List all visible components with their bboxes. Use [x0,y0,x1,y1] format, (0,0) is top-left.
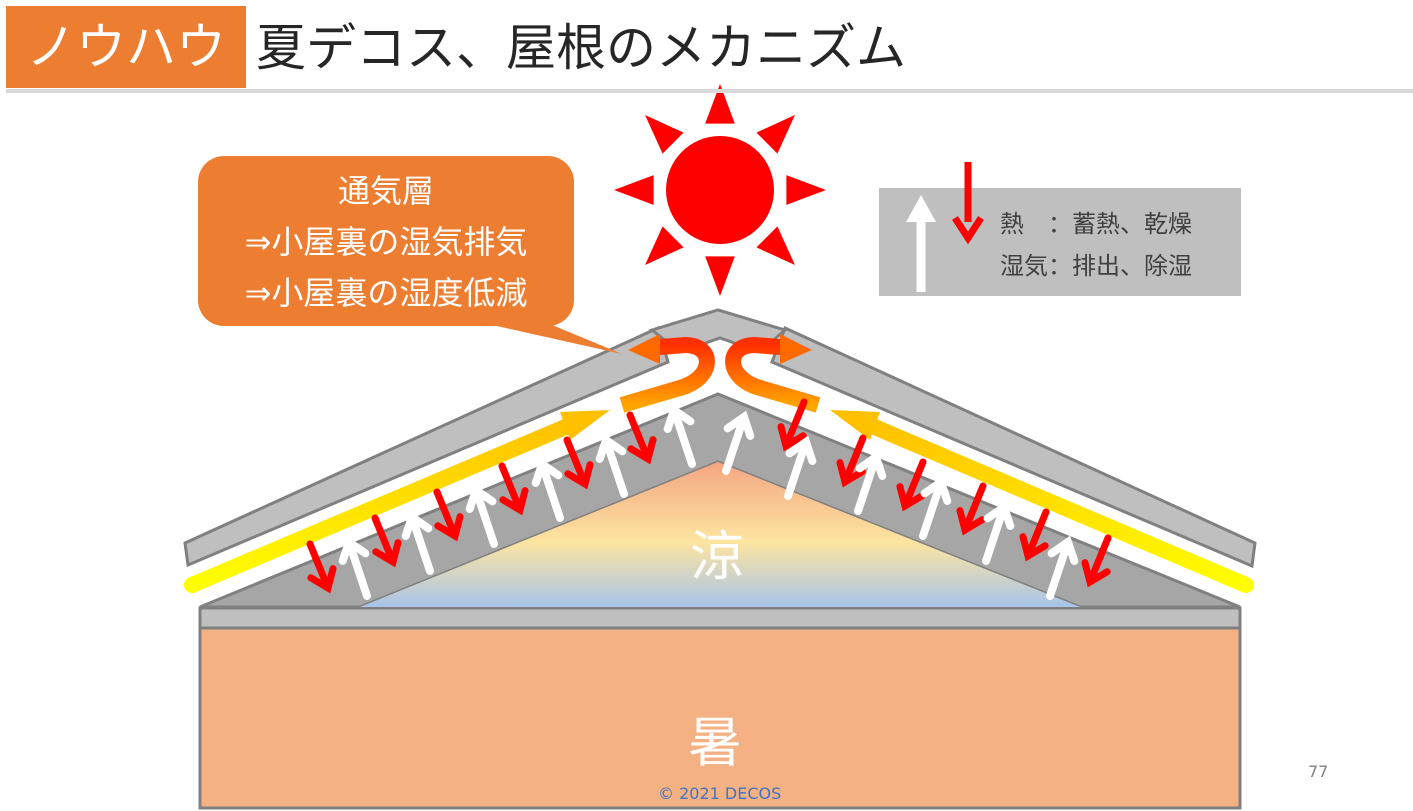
heat-arrow [498,462,529,516]
ceiling-slab [198,606,1242,630]
sun-ray [756,226,795,265]
moisture-arrow [982,500,1015,565]
legend-heat: 熱 ：蓄熱、乾燥 [1000,210,1192,238]
callout-bubble [198,156,622,354]
sun-ray [614,175,654,205]
moisture-arrow [919,475,952,540]
heat-arrow [896,458,927,512]
legend-box [879,162,1241,296]
legend-text: 熱 ：蓄熱、乾燥 湿気：排出、除湿 [1000,203,1192,287]
heat-arrow [563,436,594,490]
page-number: 77 [1308,762,1329,781]
sun-ray [645,226,684,265]
heat-arrow [371,514,402,568]
copyright: © 2021 DECOS [658,784,782,803]
outer-roof-left [183,325,670,568]
attic-space [360,462,1080,607]
legend-moisture: 湿気：排出、除湿 [1000,252,1192,280]
moisture-arrow [722,410,755,475]
moisture-arrow [1046,535,1079,600]
ridge-vent-left [619,334,715,413]
airflow-left [184,410,610,593]
callout-text: 通気層 ⇒小屋裏の湿気排気 ⇒小屋裏の湿度低減 [200,166,572,319]
callout-line: ⇒小屋裏の湿度低減 [244,274,528,312]
moisture-arrow [465,483,498,548]
sun-ray [705,84,735,124]
ridge-vent-right [725,334,821,413]
sun-ray [705,256,735,296]
moisture-arrow [663,403,696,468]
sun-ray [756,115,795,154]
page-title: 夏デコス、屋根のメカニズム [256,19,906,77]
callout-line: ⇒小屋裏の湿気排気 [244,223,528,261]
heat-arrow [956,482,987,536]
moisture-arrow [531,457,564,522]
airflow-right [830,410,1254,593]
attic-label: 涼 [690,525,744,588]
room-label: 暑 [688,711,742,774]
heat-arrow [1081,534,1112,588]
sun-icon [614,84,826,296]
sun-ray [645,115,684,154]
sun-ray [786,175,826,205]
heat-arrow [626,411,657,465]
moisture-arrow [595,433,628,498]
moisture-arrow [401,510,434,575]
section-tag: ノウハウ [6,6,246,88]
arrow-layer [306,398,1112,600]
callout-line: 通気層 [337,172,434,210]
moisture-legend-arrow [906,195,936,292]
heat-arrow [306,540,337,594]
heat-arrow [433,488,464,542]
title-divider [6,89,1413,93]
moisture-arrow [338,535,371,600]
moisture-arrow [854,450,887,515]
heat-legend-arrow [952,162,984,245]
heat-arrow [777,398,808,452]
heat-arrow [1019,508,1050,562]
heat-arrow [836,434,867,488]
moisture-arrow [784,435,817,500]
room-block [198,626,1242,810]
